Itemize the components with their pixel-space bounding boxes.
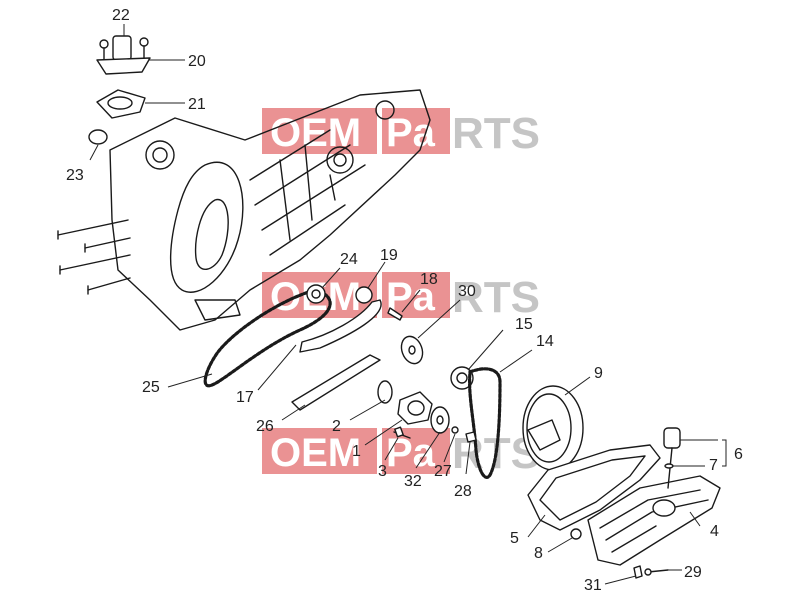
callout-25: 25 xyxy=(142,379,160,396)
callout-30: 30 xyxy=(458,283,476,300)
callout-2: 2 xyxy=(332,418,341,435)
svg-text:OEM: OEM xyxy=(270,111,361,155)
chain-right xyxy=(468,367,502,479)
callout-14: 14 xyxy=(536,333,554,350)
chain-tensioner xyxy=(299,286,403,353)
callout-27: 27 xyxy=(434,463,452,480)
callout-17: 17 xyxy=(236,389,254,406)
oil-sump xyxy=(587,475,721,566)
callout-19: 19 xyxy=(380,247,398,264)
svg-text:RTS: RTS xyxy=(452,273,540,322)
washer xyxy=(400,335,424,365)
chain-guide xyxy=(291,354,381,411)
callout-7: 7 xyxy=(709,457,718,474)
callout-20: 20 xyxy=(188,53,206,70)
pump-cover-assembly xyxy=(88,35,151,145)
callout-6: 6 xyxy=(734,446,743,463)
callout-31: 31 xyxy=(584,577,602,594)
dipstick xyxy=(663,427,681,489)
callout-1: 1 xyxy=(352,443,361,460)
callout-26: 26 xyxy=(256,418,274,435)
callout-24: 24 xyxy=(340,251,358,268)
chain-left xyxy=(203,288,332,388)
callout-22: 22 xyxy=(112,7,130,24)
watermark-bottom: OEM Pa RTS xyxy=(262,428,540,478)
callout-3: 3 xyxy=(378,463,387,480)
svg-text:Pa: Pa xyxy=(386,111,436,155)
small-fasteners xyxy=(570,528,669,579)
svg-text:RTS: RTS xyxy=(452,109,540,158)
pump-cover-9 xyxy=(522,385,584,471)
leader-lines xyxy=(89,24,727,585)
oil-pump xyxy=(377,380,477,443)
callout-32: 32 xyxy=(404,473,422,490)
sprocket-15 xyxy=(450,366,474,390)
svg-text:Pa: Pa xyxy=(386,431,436,475)
callout-9: 9 xyxy=(594,365,603,382)
watermark-top: OEM Pa RTS xyxy=(262,108,540,158)
svg-text:OEM: OEM xyxy=(270,431,361,475)
callout-15: 15 xyxy=(515,316,533,333)
callout-23: 23 xyxy=(66,167,84,184)
callout-5: 5 xyxy=(510,530,519,547)
callout-8: 8 xyxy=(534,545,543,562)
callout-29: 29 xyxy=(684,564,702,581)
callout-labels: 22 20 21 23 24 19 18 30 15 14 9 25 17 26… xyxy=(66,7,743,594)
gasket xyxy=(527,444,661,531)
callout-28: 28 xyxy=(454,483,472,500)
crankcase xyxy=(57,89,431,331)
callout-4: 4 xyxy=(710,523,719,540)
callout-18: 18 xyxy=(420,271,438,288)
callout-21: 21 xyxy=(188,96,206,113)
sprocket-24 xyxy=(306,284,326,304)
